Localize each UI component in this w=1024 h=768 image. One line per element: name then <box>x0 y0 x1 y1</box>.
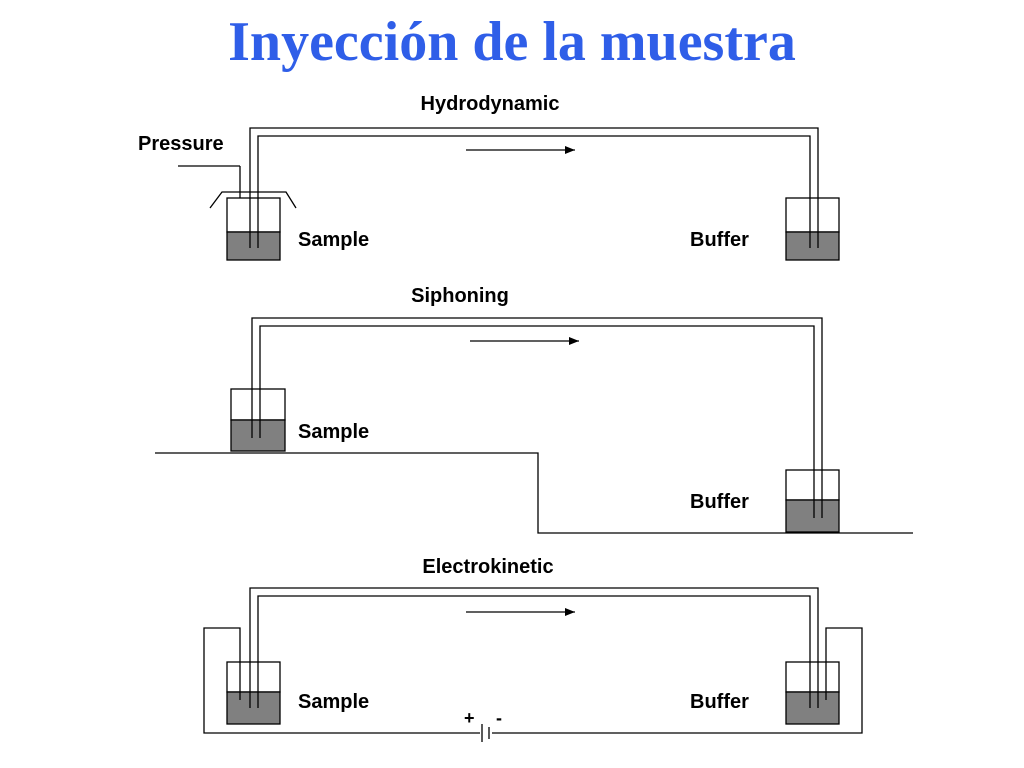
buffer-liquid <box>785 691 840 725</box>
capillary-outer <box>249 587 819 708</box>
pressure-cap <box>209 191 297 209</box>
sample-liquid <box>230 419 286 452</box>
sample-label-1: Sample <box>298 229 369 251</box>
height-platform <box>155 452 913 534</box>
buffer-liquid <box>785 499 840 533</box>
circuit-wire <box>492 627 863 734</box>
sample-label-3: Sample <box>298 691 369 713</box>
capillary-inner <box>259 325 815 518</box>
sample-liquid <box>226 691 281 725</box>
sample-vial <box>230 388 286 421</box>
capillary-outer <box>251 317 823 518</box>
sample-vial <box>226 661 281 693</box>
panel-hydrodynamic: Hydrodynamic Pressure Sample Buffer <box>138 93 840 261</box>
panel-electrokinetic: Electrokinetic Sample Buffer + - <box>203 556 863 742</box>
buffer-liquid <box>785 231 840 261</box>
buffer-label-1: Buffer <box>690 229 749 251</box>
buffer-label-3: Buffer <box>690 691 749 713</box>
buffer-vial <box>785 197 840 233</box>
minus-label: - <box>496 708 502 728</box>
panel-siphoning: Siphoning Sample Buffer <box>155 285 913 534</box>
slide-title: Inyección de la muestra <box>228 11 796 73</box>
sample-label-2: Sample <box>298 421 369 443</box>
heading-siphoning: Siphoning <box>411 285 509 307</box>
sample-vial <box>226 197 281 233</box>
circuit-wire <box>203 627 480 734</box>
sample-liquid <box>226 231 281 261</box>
capillary-inner <box>257 595 811 708</box>
buffer-vial <box>785 661 840 693</box>
capillary-outer <box>249 127 819 248</box>
buffer-vial <box>785 469 840 501</box>
heading-electrokinetic: Electrokinetic <box>422 556 553 578</box>
pressure-label: Pressure <box>138 133 224 155</box>
heading-hydrodynamic: Hydrodynamic <box>421 93 560 115</box>
plus-label: + <box>464 708 475 728</box>
buffer-label-2: Buffer <box>690 491 749 513</box>
